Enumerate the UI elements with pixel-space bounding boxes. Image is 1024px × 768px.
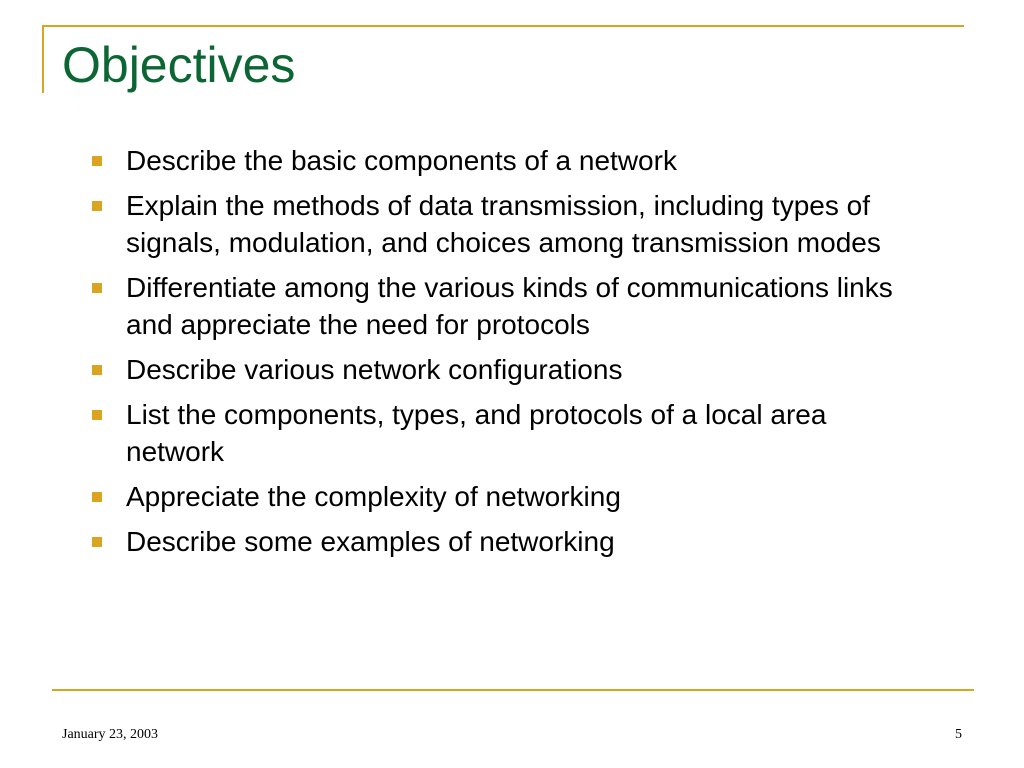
bullet-item: Describe various network configurations — [92, 351, 922, 388]
square-bullet-icon — [92, 410, 102, 420]
bullet-text: Describe the basic components of a netwo… — [126, 145, 677, 176]
frame-left-rule — [42, 25, 44, 93]
bullet-text: Describe various network configurations — [126, 354, 623, 385]
bullet-list: Describe the basic components of a netwo… — [92, 142, 922, 568]
bullet-item: Explain the methods of data transmission… — [92, 187, 922, 261]
footer-rule — [52, 689, 974, 691]
footer-date: January 23, 2003 — [62, 727, 159, 742]
bullet-item: Appreciate the complexity of networking — [92, 478, 922, 515]
square-bullet-icon — [92, 156, 102, 166]
bullet-text: List the components, types, and protocol… — [126, 399, 827, 467]
bullet-text: Describe some examples of networking — [126, 526, 615, 557]
bullet-text: Explain the methods of data transmission… — [126, 190, 881, 258]
bullet-text: Appreciate the complexity of networking — [126, 481, 621, 512]
bullet-item: List the components, types, and protocol… — [92, 396, 922, 470]
square-bullet-icon — [92, 201, 102, 211]
square-bullet-icon — [92, 283, 102, 293]
square-bullet-icon — [92, 537, 102, 547]
bullet-item: Describe some examples of networking — [92, 523, 922, 560]
bullet-text: Differentiate among the various kinds of… — [126, 272, 893, 340]
bullet-item: Describe the basic components of a netwo… — [92, 142, 922, 179]
page-number: 5 — [955, 727, 962, 742]
slide-title: Objectives — [62, 37, 296, 93]
frame-top-rule — [42, 25, 964, 27]
bullet-item: Differentiate among the various kinds of… — [92, 269, 922, 343]
square-bullet-icon — [92, 365, 102, 375]
square-bullet-icon — [92, 492, 102, 502]
